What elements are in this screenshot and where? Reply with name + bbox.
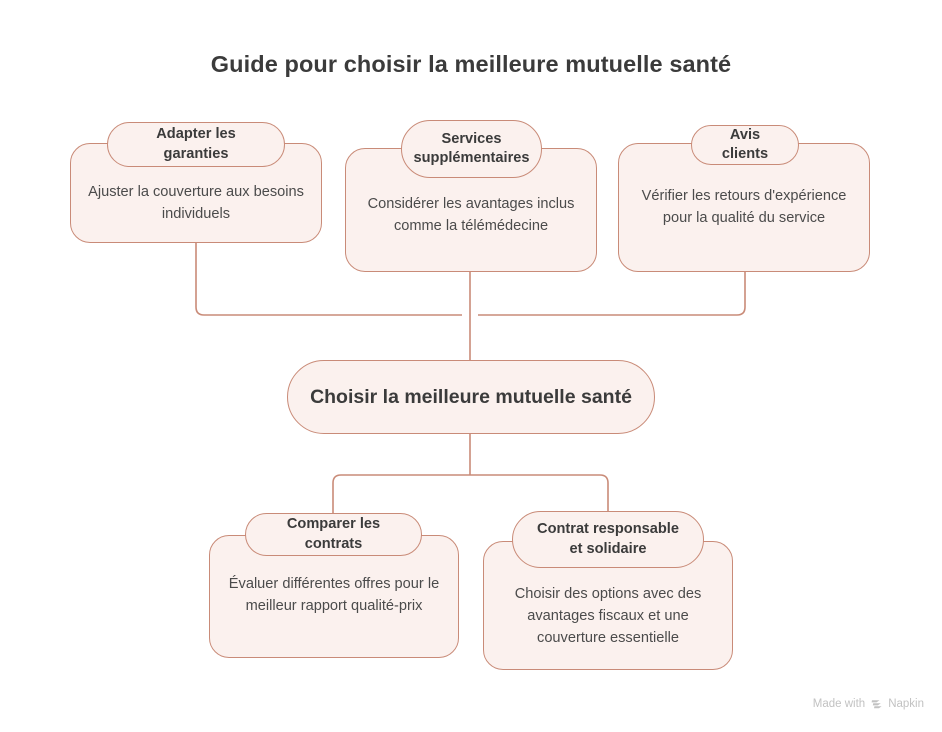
node-header-avis-clients[interactable]: Avis clients — [691, 125, 799, 165]
napkin-chevron-icon — [871, 700, 882, 709]
node-body: Choisir des options avec des avantages f… — [514, 586, 702, 647]
node-body: Considérer les avantages inclus comme la… — [367, 196, 575, 235]
node-body: Ajuster la couverture aux besoins indivi… — [88, 184, 304, 223]
center-label: Choisir la meilleure mutuelle santé — [310, 385, 632, 408]
watermark-made-with: Made with — [812, 697, 866, 710]
node-body: Évaluer différentes offres pour le meill… — [228, 576, 440, 615]
connector-top-right — [478, 272, 746, 316]
node-header-comparer-les-contrats[interactable]: Comparer les contrats — [245, 513, 422, 556]
connector-top-left — [195, 243, 462, 316]
node-avis-clients[interactable]: Vérifier les retours d'expérience pour l… — [618, 143, 870, 272]
node-center-choisir-mutuelle[interactable]: Choisir la meilleure mutuelle santé — [287, 360, 655, 434]
node-header-services-supplementaires[interactable]: Services supplémentaires — [401, 120, 542, 178]
node-body: Vérifier les retours d'expérience pour l… — [641, 188, 847, 227]
connector-bottom-left — [332, 474, 470, 516]
watermark: Made with Napkin — [813, 697, 924, 710]
connector-bottom-right — [470, 474, 609, 513]
node-header-contrat-responsable-solidaire[interactable]: Contrat responsable et solidaire — [512, 511, 704, 568]
page-title: Guide pour choisir la meilleure mutuelle… — [210, 51, 732, 77]
watermark-brand: Napkin — [888, 697, 924, 710]
node-header-adapter-les-garanties[interactable]: Adapter les garanties — [107, 122, 285, 167]
